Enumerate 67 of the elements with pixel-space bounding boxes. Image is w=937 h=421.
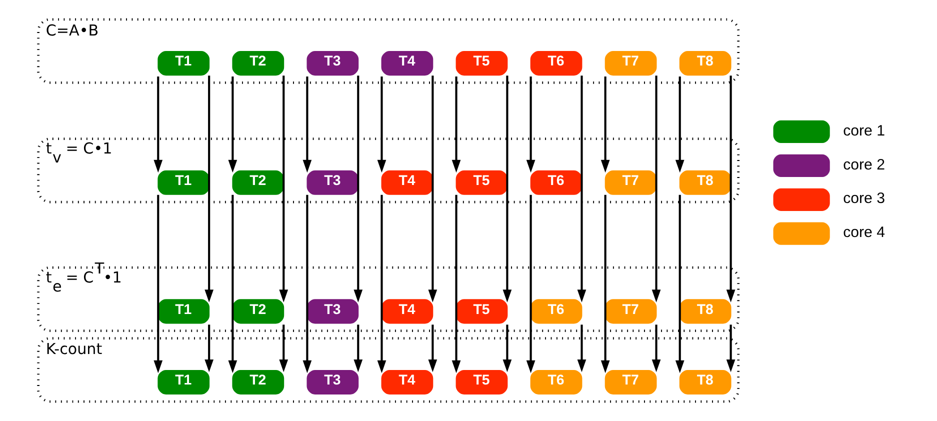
node-box: T5 [455,170,508,195]
arrow [278,76,288,302]
arrow [376,76,386,173]
arrow [204,324,214,372]
arrow [651,76,660,302]
node-box: T8 [678,51,731,76]
legend-label: core 3 [842,190,884,208]
node-box: T6 [530,370,582,394]
node-box: T7 [604,51,656,76]
legend-label: core 4 [842,224,884,242]
arrow [600,76,610,173]
legend-label: core 1 [842,122,884,140]
arrow [302,194,312,374]
arrow [376,194,386,374]
arrow [451,194,460,374]
node-box: T5 [455,299,508,324]
arrow [302,76,312,173]
arrow [428,76,437,302]
node-box: T1 [157,51,210,76]
arrow [353,324,362,372]
node-box: T2 [232,170,284,195]
arrow [674,194,684,374]
node-box: T2 [232,51,284,76]
arrow [600,194,610,374]
node-box: T6 [530,299,582,324]
arrow [651,324,660,372]
node-box: T3 [306,51,358,76]
arrow [502,324,512,372]
arrow [353,76,362,302]
arrow [451,76,460,173]
arrow [204,76,214,302]
arrow [526,76,535,173]
arrow [153,194,162,374]
arrow [228,76,237,173]
node-box: T3 [306,299,358,324]
node-box: T7 [604,170,656,195]
node-box: T5 [455,370,508,394]
node-box: T4 [380,299,433,324]
node-box: T7 [604,370,656,394]
node-box: T3 [306,370,358,394]
node-box: T1 [157,170,210,195]
node-box: T8 [678,299,731,324]
legend-label: core 2 [842,156,884,174]
node-box: T6 [530,51,582,76]
arrow [228,194,237,374]
node-box: T2 [232,370,284,394]
node-box: T5 [455,51,508,76]
node-box: T8 [678,370,731,394]
node-box: T4 [380,370,433,394]
arrow [674,76,684,173]
node-box: T3 [306,170,358,195]
node-box: T6 [530,170,582,195]
arrow [278,324,288,372]
node-box: T7 [604,299,656,324]
arrow [576,76,586,302]
node-box: T8 [678,170,731,195]
arrow [153,76,162,173]
node-box: T4 [380,170,433,195]
node-box: T1 [157,299,210,324]
node-box: T1 [157,370,210,394]
arrow [726,324,735,372]
node-box: T4 [380,51,433,76]
arrow [428,324,437,372]
node-box: T2 [232,299,284,324]
arrow [576,324,586,372]
arrow [502,76,512,302]
arrow [526,194,535,374]
